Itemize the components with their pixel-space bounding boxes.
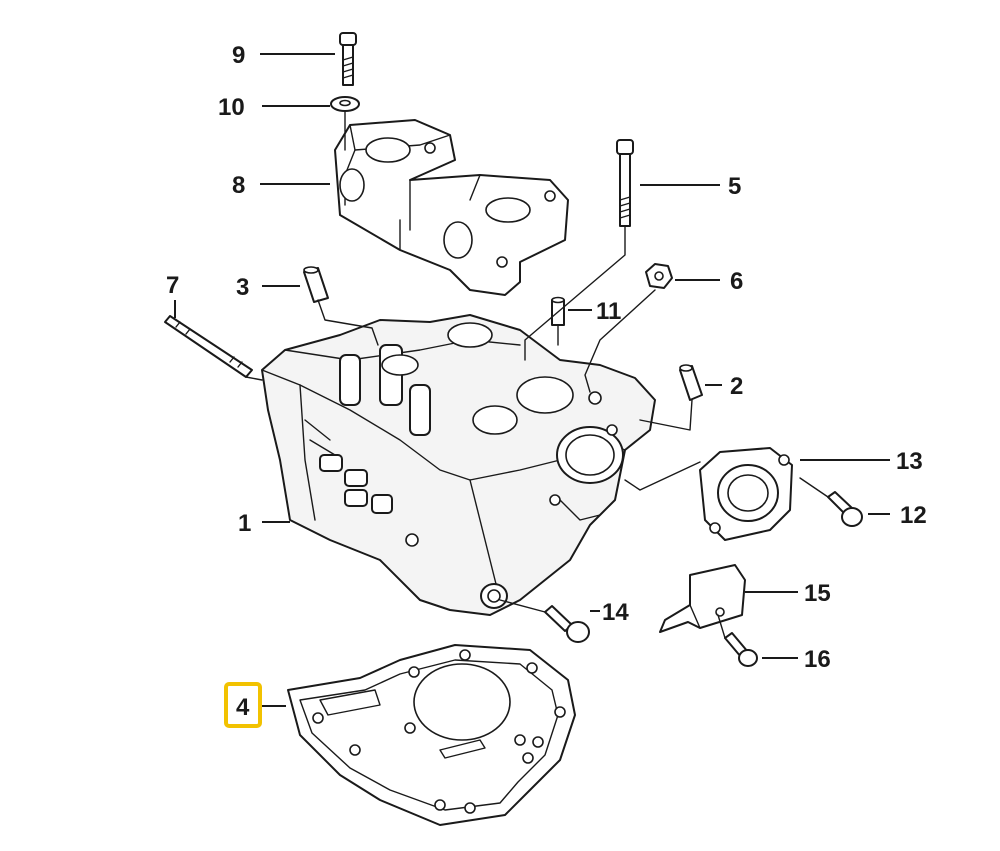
callout-11[interactable]: 11 (596, 298, 621, 325)
callout-14[interactable]: 14 (602, 599, 629, 626)
part-12-bolt[interactable] (827, 491, 863, 527)
leader-lines (174, 53, 890, 707)
callout-5[interactable]: 5 (728, 173, 741, 200)
part-13-cover[interactable] (699, 447, 793, 541)
callout-1[interactable]: 1 (238, 510, 251, 537)
part-5-long-bolt[interactable] (616, 139, 634, 227)
callout-2[interactable]: 2 (730, 373, 743, 400)
callout-labels: 9 10 8 5 3 6 7 11 2 13 12 1 15 14 16 4 (166, 42, 927, 721)
part-14-bolt[interactable] (544, 605, 590, 643)
callout-7[interactable]: 7 (166, 272, 179, 299)
callout-13[interactable]: 13 (896, 448, 923, 475)
part-15-bracket[interactable] (659, 564, 746, 633)
part-16-bolt[interactable] (724, 632, 758, 667)
part-7-stud[interactable] (164, 315, 253, 378)
part-9-bolt[interactable] (339, 32, 357, 86)
callout-6[interactable]: 6 (730, 268, 743, 295)
part-4-head-gasket[interactable] (287, 644, 576, 826)
part-6-nut[interactable] (645, 263, 673, 289)
part-2-dowel[interactable] (679, 364, 703, 401)
callout-15[interactable]: 15 (804, 580, 831, 607)
callout-4[interactable]: 4 (236, 694, 250, 721)
callout-8[interactable]: 8 (232, 172, 245, 199)
callout-12[interactable]: 12 (900, 502, 927, 529)
part-1-cylinder-head[interactable] (261, 314, 656, 616)
part-10-washer[interactable] (330, 96, 360, 112)
callout-10[interactable]: 10 (218, 94, 245, 121)
part-8-bearing-bridge[interactable] (334, 119, 569, 296)
callout-16[interactable]: 16 (804, 646, 831, 673)
callout-9[interactable]: 9 (232, 42, 245, 69)
part-3-dowel-sleeve[interactable] (303, 266, 329, 303)
highlight-box-callout-4 (224, 682, 262, 728)
callout-3[interactable]: 3 (236, 274, 249, 301)
